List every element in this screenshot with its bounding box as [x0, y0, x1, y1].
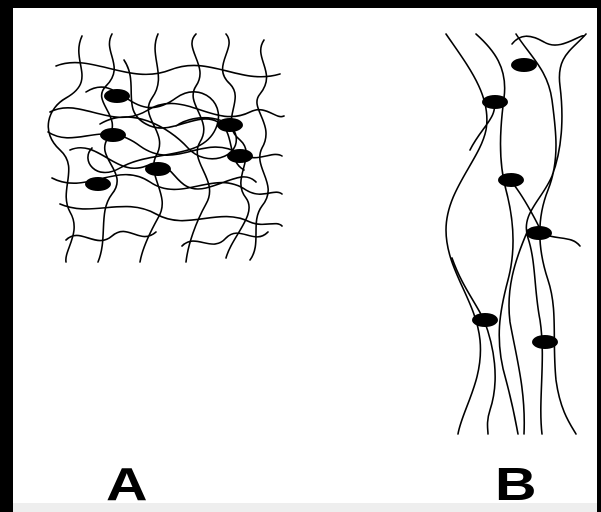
particle-b2 [482, 95, 508, 109]
chain-a6 [250, 40, 268, 260]
chain-a7 [56, 63, 280, 77]
bottom-strip [13, 503, 597, 512]
particle-a4 [227, 149, 253, 163]
panel-b-particles [472, 58, 558, 349]
particle-a6 [85, 177, 111, 191]
panel-a-label: A [106, 461, 148, 507]
panel-b-label: B [495, 461, 537, 507]
chain-b1 [446, 34, 487, 434]
particle-b5 [472, 313, 498, 327]
chain-a8 [50, 103, 284, 117]
panel-a-entangled-chains [48, 34, 284, 262]
particle-a3 [100, 128, 126, 142]
particle-a1 [104, 89, 130, 103]
chain-b8 [452, 258, 495, 434]
particle-b4 [526, 226, 552, 240]
particle-b6 [532, 335, 558, 349]
chain-a16 [66, 231, 156, 240]
particle-a5 [145, 162, 171, 176]
chain-a1 [48, 36, 82, 262]
panel-b-aligned-chains [446, 34, 586, 434]
particle-b1 [511, 58, 537, 72]
particle-b3 [498, 173, 524, 187]
particle-a2 [217, 118, 243, 132]
